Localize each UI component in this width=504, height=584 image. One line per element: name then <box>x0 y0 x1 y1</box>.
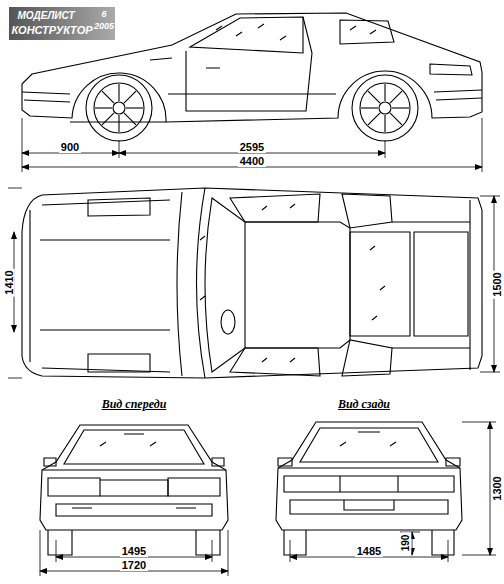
dimension: 2595 <box>238 142 266 153</box>
rear-view <box>276 422 462 555</box>
dimension: 4400 <box>238 156 266 167</box>
top-view <box>22 188 482 378</box>
logo-year: 2005 <box>94 22 114 31</box>
dimension: 1500 <box>491 270 502 298</box>
view-title: Вид сзади <box>336 398 392 410</box>
dimension: 1410 <box>4 268 15 296</box>
logo-text: КОНСТРУКТОР <box>11 25 92 36</box>
dimension-lines <box>8 118 500 576</box>
logo-plate <box>9 7 115 40</box>
logo-issue: 6 <box>101 10 106 19</box>
dimension: 900 <box>59 142 81 153</box>
logo-text: МОДЕЛИСТ <box>17 11 74 21</box>
dimension: 1300 <box>491 474 502 502</box>
dimension: 190 <box>401 533 411 554</box>
dimension: 1720 <box>120 560 148 571</box>
dimension: 1495 <box>120 546 148 557</box>
dimension: 1485 <box>355 546 383 557</box>
front-view <box>40 425 228 555</box>
view-title: Вид спереди <box>100 398 169 410</box>
